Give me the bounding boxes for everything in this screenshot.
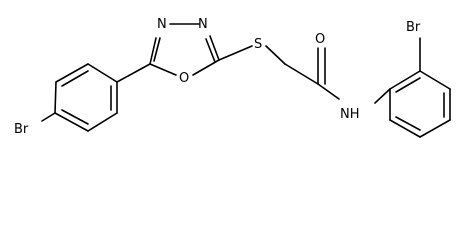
bond: [116, 63, 151, 83]
bond: [265, 45, 286, 65]
molecule-structure: Br N N O S O Br NH: [14, 17, 451, 138]
oxygen-label-ring: O: [179, 71, 189, 86]
oxygen-label-carbonyl: O: [315, 32, 325, 47]
bond: [153, 37, 161, 62]
bond: [54, 81, 57, 114]
bromine-label-right: Br: [406, 20, 421, 35]
bond: [395, 116, 421, 131]
bromine-label-left: Br: [14, 122, 29, 137]
bond: [54, 112, 89, 132]
bond: [317, 83, 340, 100]
nitrogen-label: N: [157, 17, 167, 32]
bond: [61, 70, 89, 87]
bond: [87, 63, 118, 83]
bond: [205, 38, 216, 63]
bond: [149, 63, 177, 76]
bond: [192, 59, 220, 76]
bond: [209, 35, 220, 61]
bond: [218, 45, 253, 61]
bond: [284, 63, 319, 85]
bond: [374, 88, 391, 104]
bond: [395, 77, 421, 93]
sulfur-label: S: [254, 37, 262, 52]
bond: [389, 70, 421, 90]
nitrogen-label: N: [198, 17, 208, 32]
bond: [149, 37, 157, 65]
bond: [389, 119, 421, 138]
bond: [419, 70, 451, 90]
bond: [41, 112, 56, 122]
bond: [419, 119, 451, 138]
left-benzene-ring: [41, 63, 118, 132]
oxadiazole-ring: [149, 23, 220, 76]
bond: [87, 112, 118, 132]
right-benzene-ring: [389, 70, 451, 138]
bond: [61, 109, 89, 125]
amide-nh-label: NH: [340, 107, 360, 122]
bond: [55, 63, 89, 83]
